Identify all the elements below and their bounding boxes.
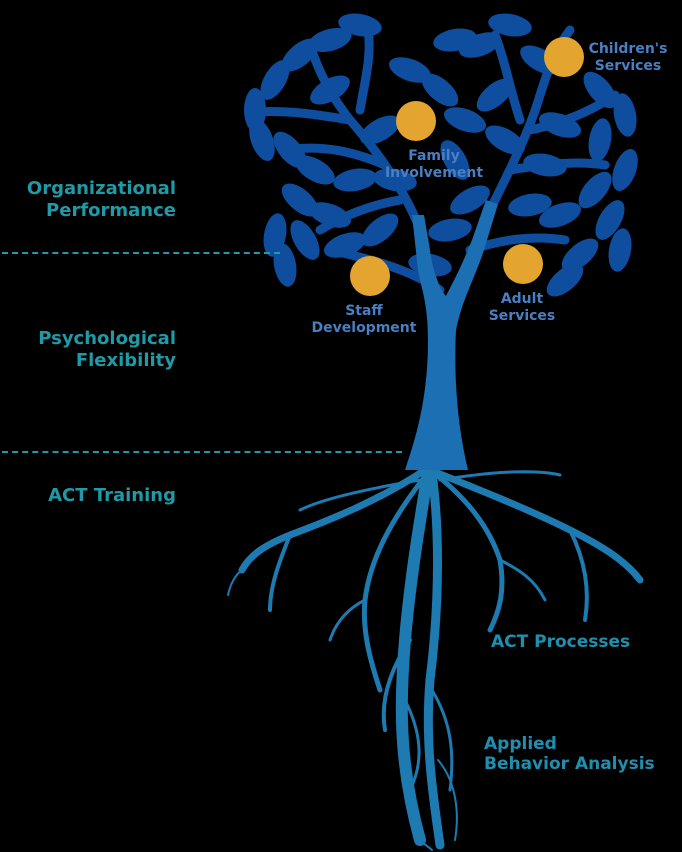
tree-leaf xyxy=(546,263,584,297)
root-label-applied-behavior-analysis: Applied Behavior Analysis xyxy=(484,734,655,775)
fruit-staff-development xyxy=(350,256,390,296)
level-label-line: Organizational xyxy=(26,178,176,199)
tree-root xyxy=(238,466,429,574)
level-label-psychological-flexibility: Psychological Flexibility xyxy=(38,328,176,371)
fruit-adult-services xyxy=(503,244,543,284)
tree-roots xyxy=(227,454,644,851)
tree-leaf xyxy=(443,107,487,133)
level-label-line: ACT Training xyxy=(48,485,176,506)
tree-leaf xyxy=(308,27,352,53)
root-label-line: Behavior Analysis xyxy=(484,754,655,775)
tree-leaf xyxy=(290,220,320,260)
fruit-label-adult-services: Adult Services xyxy=(482,291,562,325)
level-label-line: Flexibility xyxy=(75,349,176,371)
tree-leaf xyxy=(263,213,287,257)
fruit-label-family-involvement: Family Involvement xyxy=(382,148,486,182)
tree-root xyxy=(298,478,422,512)
root-label-line: Applied xyxy=(484,734,557,754)
tree-root xyxy=(437,759,458,841)
level-label-line: Psychological xyxy=(38,328,176,349)
tree-leaf xyxy=(308,202,352,228)
tree-leaf xyxy=(421,73,459,107)
tree-root xyxy=(430,688,454,792)
tree-root xyxy=(268,533,292,612)
tree-leaf xyxy=(608,228,632,272)
tree-leaf xyxy=(588,118,612,162)
tree-leaf xyxy=(333,168,377,192)
tree-leaf xyxy=(373,168,417,192)
tree-root xyxy=(381,638,412,732)
tree-leaf xyxy=(361,213,399,247)
fruit-label-line: Children's xyxy=(588,41,668,57)
fruit-label-staff-development: Staff Development xyxy=(306,303,422,337)
tree-leaf xyxy=(338,13,382,37)
tree-leaf xyxy=(360,115,400,145)
tree-root xyxy=(395,454,436,846)
tree-root xyxy=(328,598,367,642)
tree-root xyxy=(403,698,421,792)
tree-root xyxy=(426,466,644,584)
root-label-act-processes: ACT Processes xyxy=(491,632,630,652)
tree-leaf xyxy=(538,112,582,138)
tree-leaf xyxy=(295,155,335,185)
fruit-label-line: Staff xyxy=(345,303,383,319)
tree-leaf xyxy=(388,57,432,83)
tree-crown xyxy=(244,13,638,297)
tree-leaf xyxy=(538,202,582,228)
tree-leaf xyxy=(508,193,552,217)
fruit-label-line: Development xyxy=(311,319,417,336)
tree-leaf xyxy=(433,28,477,52)
fruit-label-childrens-services: Children's Services xyxy=(586,41,670,75)
tree-root xyxy=(227,569,243,596)
tree-root xyxy=(419,839,433,851)
tree-leaf xyxy=(260,60,290,100)
tree-leaf xyxy=(613,93,637,137)
tree-root xyxy=(438,470,562,482)
tree-branch xyxy=(490,30,525,125)
level-label-line: Performance xyxy=(46,199,176,221)
tree-leaf xyxy=(595,200,625,240)
tree-leaf xyxy=(310,75,350,105)
tree-leaf xyxy=(273,243,297,287)
fruit-label-line: Involvement xyxy=(384,164,484,181)
tree-leaf xyxy=(583,71,617,109)
level-label-organizational-performance: Organizational Performance xyxy=(27,178,176,221)
tree-leaf xyxy=(488,13,532,37)
tree-leaf xyxy=(450,185,490,215)
tree-root xyxy=(498,558,547,602)
divider-line-lower xyxy=(2,451,402,453)
fruit-childrens-services xyxy=(544,37,584,77)
level-label-act-training: ACT Training xyxy=(48,485,176,507)
tree-leaf xyxy=(428,218,472,242)
tree-leaf xyxy=(249,118,275,162)
tree-leaf xyxy=(523,153,567,177)
tree-leaf xyxy=(561,238,599,272)
fruit-family-involvement xyxy=(396,101,436,141)
fruit-label-line: Services xyxy=(594,57,662,74)
tree-branch xyxy=(250,107,355,125)
fruit-label-line: Adult xyxy=(500,291,544,307)
tree-trunk xyxy=(405,200,498,470)
tree-root xyxy=(568,528,589,622)
tree-leaf xyxy=(323,232,367,258)
tree-leaf xyxy=(440,140,470,180)
tree-branch xyxy=(355,25,374,115)
tree-root xyxy=(361,467,433,693)
tree-leaf xyxy=(485,125,525,155)
tree-leaf xyxy=(612,148,638,192)
fruit-label-line: Services xyxy=(488,307,556,324)
tree-leaf xyxy=(281,38,319,72)
root-label-line: ACT Processes xyxy=(491,632,631,652)
divider-line-upper xyxy=(2,252,280,254)
tree-root xyxy=(423,455,445,850)
fruit-label-line: Family xyxy=(408,148,460,164)
tree-leaf xyxy=(578,171,612,209)
tree-leaf xyxy=(476,78,514,112)
